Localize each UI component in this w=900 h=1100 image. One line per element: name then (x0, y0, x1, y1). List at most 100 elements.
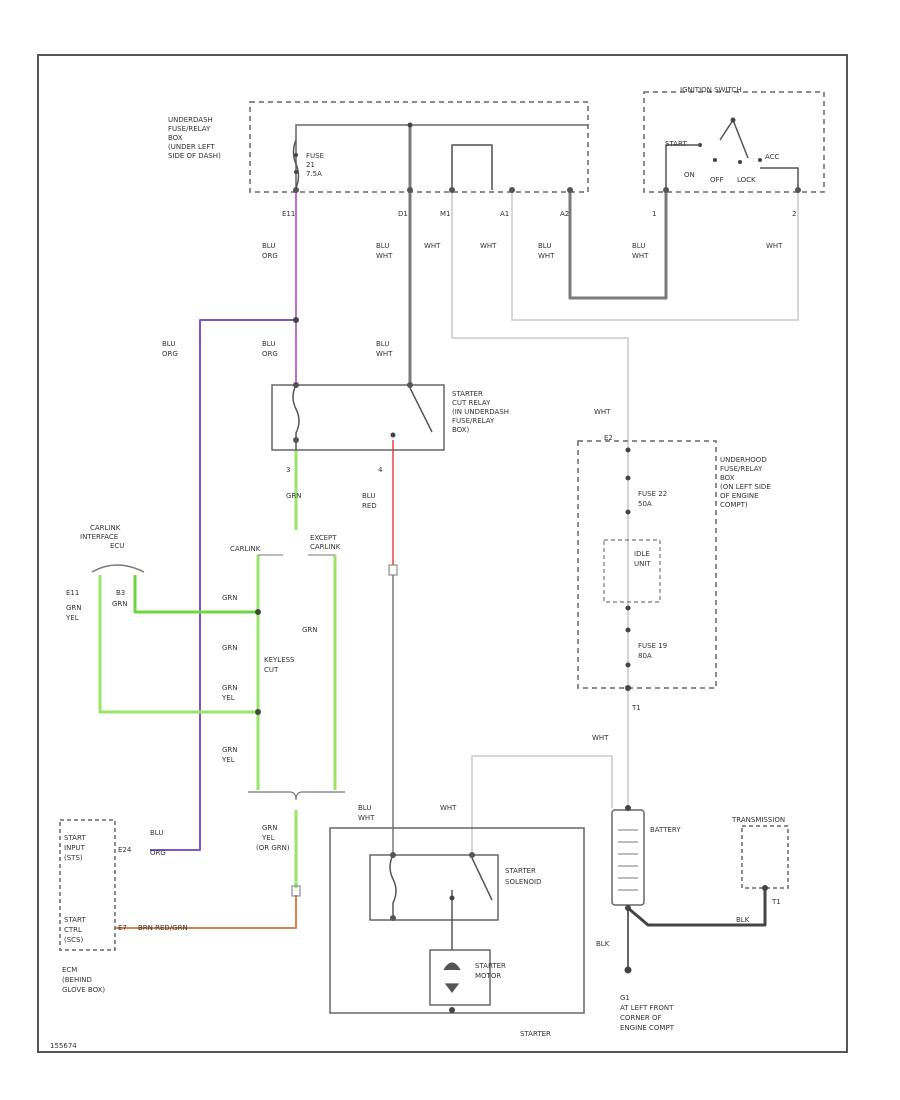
starter-motor-symbol (443, 962, 461, 993)
wire-blu-wht-a2 (568, 190, 668, 300)
pin-e7: E7 (118, 924, 127, 932)
label-brn-red: BRN RED/GRN (138, 924, 188, 932)
connector-grn-yel (291, 885, 301, 897)
pin-e11: E11 (282, 210, 295, 218)
diagram-id: 155674 (50, 1042, 77, 1050)
relay-switch (409, 387, 433, 433)
carlink-interface-label: CARLINK INTERFACE ECU (80, 524, 124, 550)
wire-wht-a1 (511, 190, 799, 321)
label-blk-trans: BLK (736, 916, 750, 924)
wire-blu-org-ecm (150, 319, 296, 851)
ignition-switch-contact (719, 119, 749, 159)
pin-sw1: 1 (652, 210, 656, 218)
label-wht-right: WHT (594, 408, 611, 416)
ground-g1-label: G1 AT LEFT FRONT CORNER OF ENGINE COMPT (620, 994, 676, 1032)
splice-grn-2 (255, 709, 261, 715)
pin-a1: A1 (500, 210, 509, 218)
label-grn-relay: GRN (286, 492, 302, 500)
wire-blk-transmission (627, 888, 767, 927)
label-wht-starter: WHT (440, 804, 457, 812)
splice-blu-org (293, 317, 299, 323)
connector-a1 (509, 187, 515, 193)
label-grn-b3: GRN (112, 600, 128, 608)
pin-a2: A2 (560, 210, 569, 218)
connector-m1 (449, 187, 455, 193)
starter-box (329, 827, 585, 1014)
label-wht-sw2: WHT (766, 242, 783, 250)
label-grn-2: GRN (222, 644, 238, 652)
transmission-box (741, 825, 789, 889)
starter-motor-box (429, 949, 491, 1006)
connector-blu-red (388, 564, 398, 576)
underdash-box-label: UNDERDASH FUSE/RELAY BOX (UNDER LEFT SID… (168, 116, 221, 160)
underhood-fuse-box: WHT E2 UNDERHOOD FUSE/RELAY BOX (ON LEFT… (577, 408, 773, 712)
connector-e11 (293, 187, 299, 193)
label-wht-battery: WHT (592, 734, 609, 742)
solenoid-coil (389, 854, 397, 920)
battery-symbol (611, 809, 645, 906)
battery-cells (618, 829, 638, 891)
label-grn-1: GRN (222, 594, 238, 602)
connector-a2 (567, 187, 573, 193)
idle-unit-box (603, 539, 661, 603)
label-wht-a1: WHT (480, 242, 497, 250)
wire-grn-b3 (133, 575, 258, 614)
underhood-box-label: UNDERHOOD FUSE/RELAY BOX (ON LEFT SIDE O… (720, 456, 773, 509)
switch-on: ON (684, 171, 695, 179)
ground-g1 (624, 966, 632, 974)
connector-d1 (407, 187, 413, 193)
relay-coil (292, 384, 300, 450)
wire-wht-battery-starter (471, 755, 613, 855)
starter-cut-relay-label: STARTER CUT RELAY (IN UNDERDASH FUSE/REL… (452, 390, 511, 434)
wires (98, 125, 799, 970)
pin-m1: M1 (440, 210, 451, 218)
fuse-21-symbol (292, 139, 300, 189)
pin-e2: E2 (604, 434, 613, 442)
ignition-switch: IGNITION SWITCH START ON OFF ACC LOCK 1 … (643, 86, 825, 218)
switch-acc: ACC (765, 153, 780, 161)
starter-label: STARTER (520, 1030, 551, 1038)
pin-e24: E24 (118, 846, 132, 854)
starter-cut-relay: STARTER CUT RELAY (IN UNDERDASH FUSE/REL… (271, 382, 511, 576)
diagram-frame (37, 54, 848, 1053)
pin-e11-left: E11 (66, 589, 79, 597)
switch-start: START (665, 140, 687, 148)
wire-wht-m1-down (451, 190, 629, 808)
switch-lock: LOCK (737, 176, 756, 184)
pin-d1: D1 (398, 210, 408, 218)
label-grn-3: GRN (302, 626, 318, 634)
label-wht-m1: WHT (424, 242, 441, 250)
carlink-interface-connector (91, 564, 145, 573)
transmission-label: TRANSMISSION (731, 816, 785, 824)
battery-section: WHT BATTERY TRANSMISSION T1 BLK BLK G1 A… (592, 734, 789, 1032)
battery-label: BATTERY (650, 826, 681, 834)
